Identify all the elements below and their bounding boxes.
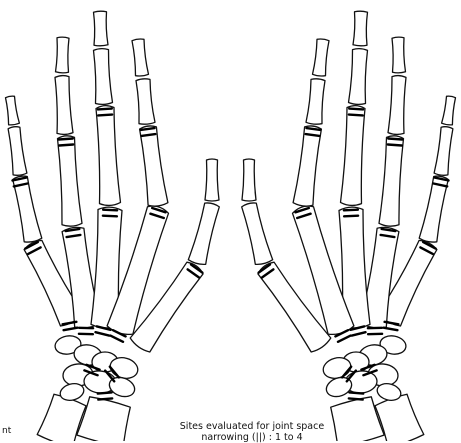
left-finger-2-dp bbox=[6, 96, 20, 125]
right-finger-4-pp bbox=[341, 106, 366, 206]
left-thumb-dp bbox=[205, 159, 219, 201]
caption-line-2: narrowing (||) : 1 to 4 bbox=[172, 432, 332, 443]
diagram-caption: Sites evaluated for joint space narrowin… bbox=[172, 421, 332, 443]
left-finger-4-dp bbox=[94, 11, 109, 46]
left-finger-2-mp bbox=[8, 127, 27, 176]
right-finger-5-pp bbox=[293, 126, 321, 206]
left-thumb-pp bbox=[188, 203, 219, 264]
left-finger-3-mp bbox=[55, 76, 73, 135]
right-finger-5-mp bbox=[306, 79, 325, 124]
right-finger-4-mp bbox=[349, 49, 368, 105]
right-radius bbox=[331, 397, 385, 441]
right-hand-bones bbox=[242, 11, 456, 441]
left-finger-5-mp bbox=[136, 79, 155, 124]
right-finger-3-pp bbox=[379, 136, 404, 226]
caption-line-1: Sites evaluated for joint space bbox=[172, 421, 332, 432]
left-finger-5-dp bbox=[132, 39, 149, 76]
right-thumb-pp bbox=[242, 203, 273, 264]
right-finger-2-mp bbox=[434, 127, 453, 176]
left-finger-4-mp bbox=[94, 49, 113, 105]
right-thumb-dp bbox=[242, 159, 256, 201]
left-finger-3-dp bbox=[56, 37, 70, 73]
right-finger-3-mp bbox=[388, 76, 406, 135]
left-hand-bones bbox=[6, 11, 220, 441]
cropped-label-fragment: nt bbox=[2, 426, 11, 436]
right-jsn-mark-radiocarpal bbox=[349, 392, 363, 399]
left-radius bbox=[77, 397, 131, 441]
left-finger-3-pp bbox=[58, 136, 83, 226]
left-finger-4-pp bbox=[96, 106, 121, 206]
left-jsn-mark-cmc-3 bbox=[79, 328, 93, 334]
left-jsn-mark-radiocarpal bbox=[98, 392, 112, 399]
left-finger-5-pp bbox=[140, 126, 168, 206]
right-jsn-mark-cmc-3 bbox=[368, 328, 382, 334]
right-finger-2-dp bbox=[442, 96, 456, 125]
right-finger-5-dp bbox=[313, 39, 330, 76]
right-finger-3-dp bbox=[392, 37, 406, 73]
right-finger-4-dp bbox=[353, 11, 368, 46]
